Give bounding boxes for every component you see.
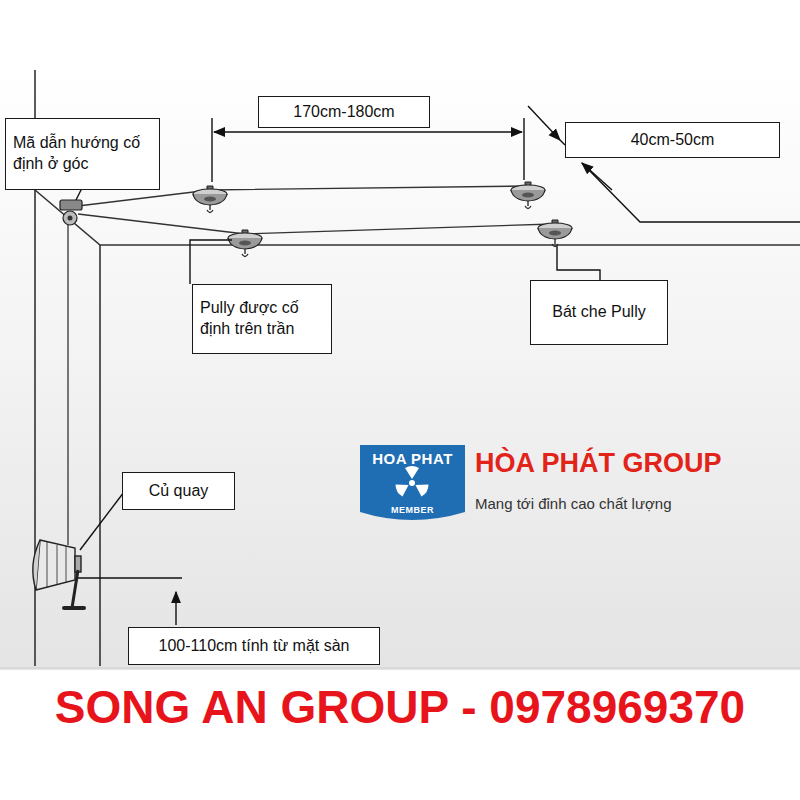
rope: [68, 186, 553, 545]
pulley: [511, 182, 545, 209]
crank-winder: [33, 540, 84, 608]
dimension-line: [528, 106, 800, 222]
slogan: Mang tới đỉnh cao chất lượng: [475, 495, 672, 512]
label-text: 100-110cm tính từ mặt sàn: [136, 636, 372, 657]
label-text: Pully được cố định trên trần: [200, 298, 324, 340]
pulley: [193, 186, 227, 213]
logo-badge: [360, 445, 465, 520]
dimension-box: 40cm-50cm: [565, 122, 780, 158]
label-text: 170cm-180cm: [266, 102, 422, 123]
pulley: [538, 220, 572, 247]
callout-box: Bát che Pully: [530, 280, 668, 345]
label-text: Mã dẫn hướng cố định ở góc: [13, 133, 152, 175]
floor-edge: [0, 668, 800, 669]
label-text: 40cm-50cm: [573, 130, 772, 151]
pulley: [228, 230, 262, 257]
callout-box: Pully được cố định trên trần: [192, 284, 332, 354]
label-text: Bát che Pully: [538, 302, 660, 323]
logo-text: HOA PHAT: [372, 449, 453, 469]
corner-guide: [60, 200, 82, 225]
brand-name: HÒA PHÁT GROUP: [475, 448, 722, 479]
dimension-box: 100-110cm tính từ mặt sàn: [128, 627, 380, 665]
dimension-box: 170cm-180cm: [258, 96, 430, 128]
background: [0, 66, 800, 670]
callout-box: Củ quay: [122, 472, 235, 510]
contact-banner: SONG AN GROUP - 0978969370: [55, 680, 745, 734]
callout-box: Mã dẫn hướng cố định ở góc: [5, 118, 160, 190]
leader-line: [76, 188, 600, 625]
logo-text: MEMBER: [391, 505, 434, 517]
label-text: Củ quay: [130, 481, 227, 502]
logo-box: HOA PHAT MEMBER: [360, 445, 465, 521]
